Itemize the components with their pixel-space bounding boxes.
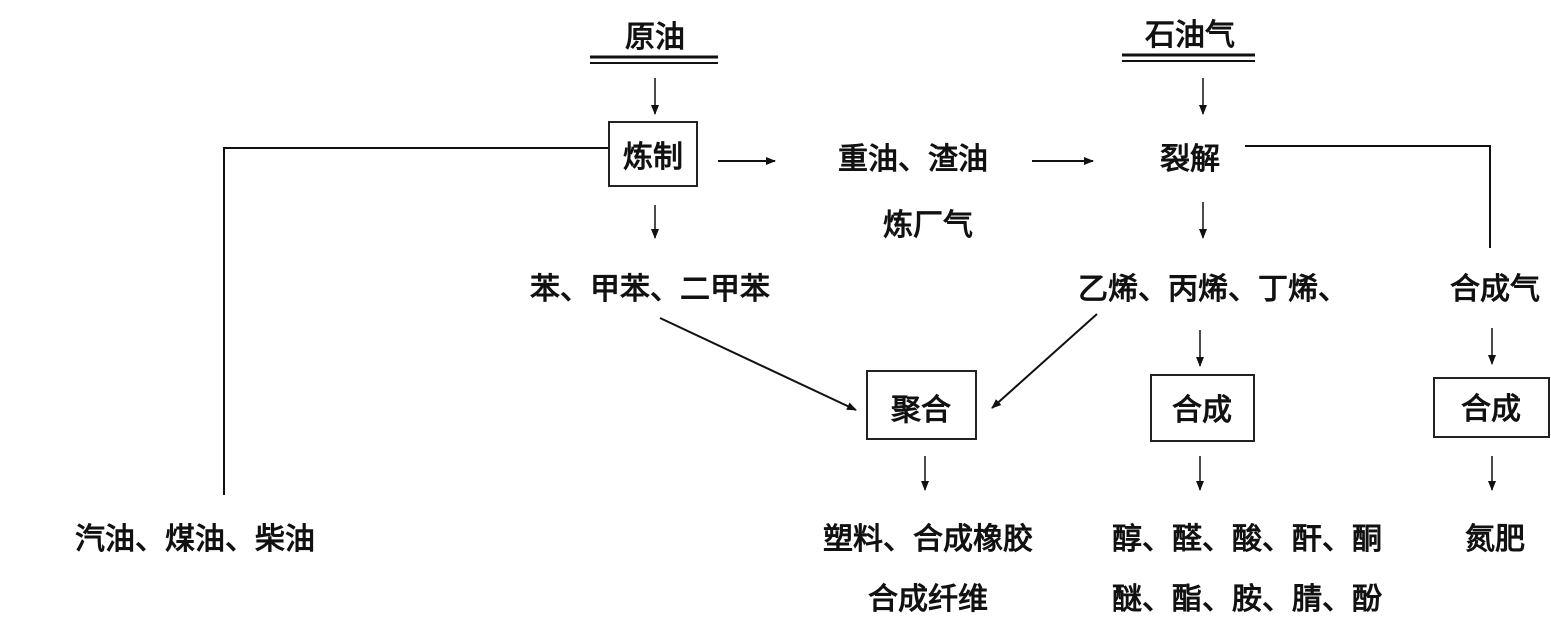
petroleum-gas-label: 石油气 bbox=[1145, 18, 1235, 53]
polymerization-box bbox=[866, 370, 977, 440]
cracking-label: 裂解 bbox=[1160, 142, 1220, 177]
organics-label-1: 醇、醛、酸、酐、酮 bbox=[1112, 522, 1382, 557]
line-cracking-to-syngas bbox=[1245, 145, 1491, 248]
polymers-label-2: 合成纤维 bbox=[868, 582, 988, 617]
polymers-label-1: 塑料、合成橡胶 bbox=[823, 522, 1033, 557]
arrow-aromatics-to-polymerization bbox=[659, 317, 857, 411]
refining-label: 炼制 bbox=[623, 140, 683, 175]
arrow-olefins-to-polymerization bbox=[991, 313, 1098, 409]
line-refining-to-fuels bbox=[223, 147, 608, 495]
syngas-label: 合成气 bbox=[1450, 272, 1540, 307]
refinery-gas-label: 炼厂气 bbox=[883, 208, 973, 243]
synthesis-box-2 bbox=[1433, 377, 1550, 438]
heavy-oil-label: 重油、渣油 bbox=[838, 142, 988, 177]
synthesis-box-1 bbox=[1150, 374, 1255, 442]
crude-oil-label: 原油 bbox=[625, 20, 685, 55]
organics-label-2: 醚、酯、胺、腈、酚 bbox=[1112, 582, 1382, 617]
fuels-label: 汽油、煤油、柴油 bbox=[75, 522, 315, 557]
fertilizer-label: 氮肥 bbox=[1465, 522, 1525, 557]
synthesis-label-2: 合成 bbox=[1461, 392, 1521, 427]
polymerization-label: 聚合 bbox=[891, 393, 951, 428]
olefins-label: 乙烯、丙烯、丁烯、 bbox=[1078, 272, 1348, 307]
refining-box bbox=[608, 121, 698, 187]
aromatics-label: 苯、甲苯、二甲苯 bbox=[530, 272, 770, 307]
synthesis-label-1: 合成 bbox=[1172, 393, 1232, 428]
